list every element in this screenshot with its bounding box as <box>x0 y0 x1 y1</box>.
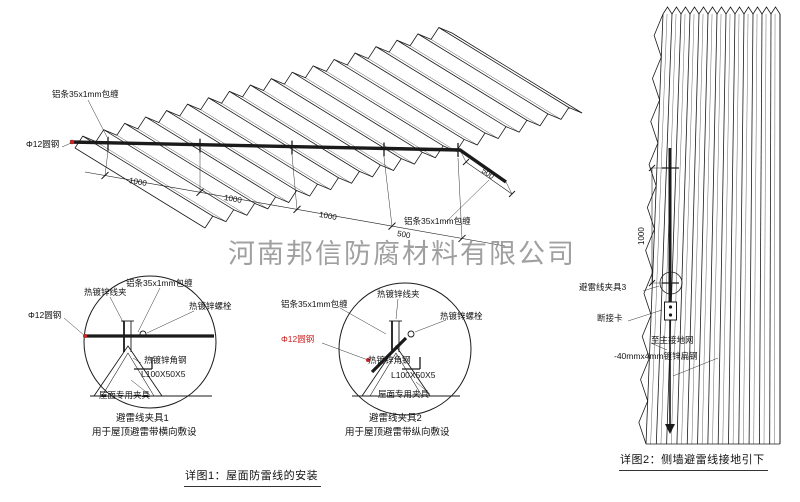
d1-angle-spec-label: L100X50X5 <box>141 369 186 379</box>
roof-strip-top-label: 铝条35x1mm包缠 <box>52 89 119 99</box>
d2-angle-steel-label: 热镀锌角钢 <box>368 355 411 365</box>
d1-wire-clip-label: 热镀锌线夹 <box>84 287 127 297</box>
d2-roof-clamp-label: 屋面专用夹具 <box>378 389 430 399</box>
figure1-caption: 详图1：屋面防雷线的安装 <box>184 467 322 487</box>
company-watermark: 河南邦信防腐材料有限公司 <box>228 239 576 269</box>
d1-title: 避雷线夹具1 <box>116 413 169 424</box>
d1-subtitle: 用于屋顶避雷带横向敷设 <box>92 427 197 438</box>
d2-strip-label: 铝条35x1mm包缠 <box>281 299 348 309</box>
d2-wire-clip-label: 热镀锌线夹 <box>377 289 420 299</box>
d1-strip-label: 铝条35x1mm包缠 <box>126 278 193 288</box>
d2-bolt-label: 热镀锌螺栓 <box>440 311 483 321</box>
d1-angle-steel-label: 热镀锌角钢 <box>144 355 187 365</box>
d1-round-steel-label: Φ12圆钢 <box>28 310 62 320</box>
wall-to-ground-label: 至主接地网 <box>651 335 694 345</box>
d1-bolt-label: 热镀锌螺栓 <box>189 301 232 311</box>
wall-clamp3-label: 避雷线夹具3 <box>579 282 627 292</box>
wall-flat-steel-label: -40mmx4mm镀锌扁钢 <box>614 351 698 361</box>
d1-roof-clamp-label: 屋面专用夹具 <box>99 390 151 400</box>
d2-title: 避雷线夹具2 <box>369 413 422 424</box>
roof-strip-right-label: 铝条35x1mm包缠 <box>404 216 471 226</box>
wall-disconnect-label: 断接卡 <box>597 313 623 323</box>
d2-angle-spec-label: L100X50X5 <box>391 370 436 380</box>
figure2-caption: 详图2：侧墙避雷线接地引下 <box>619 451 768 471</box>
wall-dim-1000: 1000 <box>637 227 646 245</box>
d2-subtitle: 用于屋顶避雷带纵向敷设 <box>345 427 450 438</box>
d2-round-steel-label: Φ12圆钢 <box>281 334 315 344</box>
roof-round-steel-label: Φ12圆钢 <box>26 139 60 149</box>
